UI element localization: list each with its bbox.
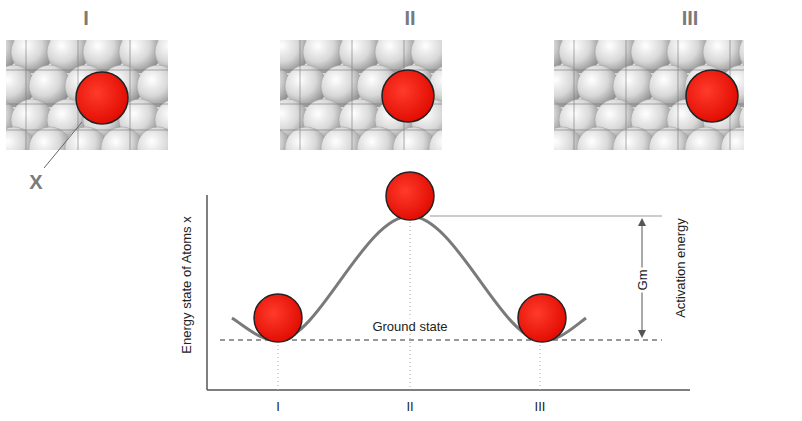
grid-line [574, 40, 575, 150]
atom [382, 70, 434, 122]
peak-line [430, 216, 662, 217]
host-atom [65, 127, 107, 150]
y-axis [206, 195, 208, 390]
lattice [6, 40, 168, 150]
host-atom [721, 127, 744, 150]
guide-line [278, 345, 279, 390]
host-atom [649, 127, 691, 150]
host-atom [137, 127, 168, 150]
atom [386, 172, 434, 220]
guide-line [410, 222, 411, 390]
grid-line [6, 70, 168, 71]
host-atom [429, 127, 442, 150]
panel-number: III [682, 8, 699, 28]
grid-line [6, 130, 168, 131]
atom [254, 294, 302, 342]
callout-letter: X [29, 172, 42, 192]
grid-line [280, 130, 442, 131]
host-atom [321, 127, 363, 150]
grid-line [280, 70, 442, 71]
host-atom [613, 127, 655, 150]
grid-line [678, 40, 679, 150]
grid-line [554, 130, 744, 131]
leader-line [44, 122, 82, 168]
host-atom [101, 127, 143, 150]
axis-label: Energy state of Atoms x [180, 216, 193, 353]
guide-line [540, 345, 541, 390]
atom [518, 294, 566, 342]
host-atom [685, 127, 727, 150]
panel-number: II [404, 8, 415, 28]
energy-symbol: Gm [635, 268, 650, 293]
lattice [554, 40, 744, 150]
panel-number: I [83, 8, 89, 28]
host-atom [393, 127, 435, 150]
lattice [280, 40, 442, 150]
ground-label: Ground state [370, 319, 449, 334]
position-label: I [276, 400, 280, 413]
grid-line [300, 40, 301, 150]
atom [686, 70, 738, 122]
host-atom [357, 127, 399, 150]
host-atom [577, 127, 619, 150]
x-axis [207, 389, 690, 391]
atom [76, 72, 128, 124]
grid-line [352, 40, 353, 150]
grid-line [130, 40, 131, 150]
grid-line [626, 40, 627, 150]
position-label: III [535, 400, 546, 413]
host-atom [285, 127, 327, 150]
grid-line [26, 40, 27, 150]
axis-label: Activation energy [674, 218, 687, 318]
host-atom [29, 127, 71, 150]
position-label: II [406, 400, 413, 413]
